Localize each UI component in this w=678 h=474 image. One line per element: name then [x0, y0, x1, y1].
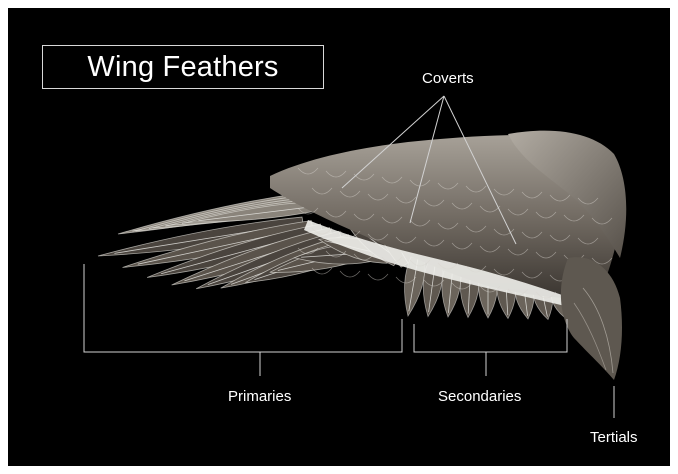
secondaries-label: Secondaries: [438, 388, 521, 405]
coverts-label: Coverts: [422, 70, 474, 87]
secondaries-bracket: [414, 319, 567, 376]
tertial-feathers: [561, 257, 622, 380]
tertials-label: Tertials: [590, 429, 638, 446]
primaries-label: Primaries: [228, 388, 291, 405]
diagram-title: Wing Feathers: [42, 45, 324, 89]
diagram-canvas: Wing Feathers Coverts Primaries Secondar…: [8, 8, 670, 466]
